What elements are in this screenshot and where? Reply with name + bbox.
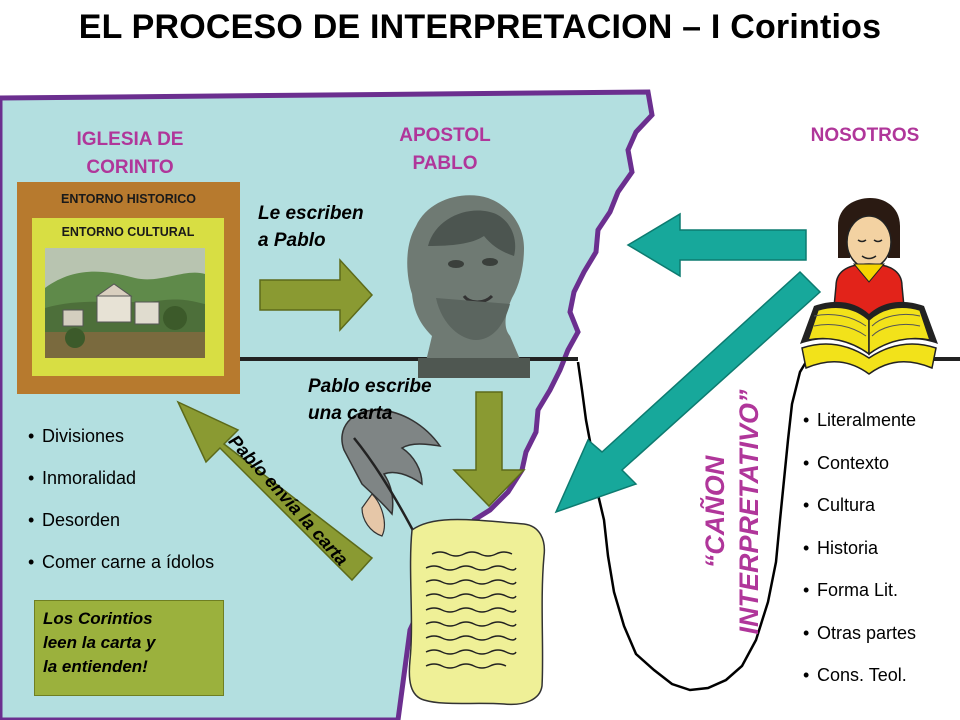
list-item: Cultura: [803, 495, 960, 538]
callout-text: Los Corintios leen la carta y la entiend…: [43, 609, 156, 676]
list-item: Desorden: [28, 510, 288, 552]
arrow-down-letter: [452, 391, 526, 508]
canon-interpretativo-label: “CAÑON INTERPRETATIVO”: [698, 389, 766, 634]
reader-person-icon: [800, 198, 938, 375]
pablo-bust-image: [407, 195, 530, 378]
list-item: Divisiones: [28, 426, 288, 468]
label-pablo-escribe: Pablo escribe una carta: [308, 376, 432, 424]
arrow-teal-diagonal: [554, 270, 822, 514]
entorno-historico-label: ENTORNO HISTORICO: [61, 192, 196, 206]
canon-line-2: INTERPRETATIVO”: [734, 389, 764, 635]
heading-apostol: APOSTOL PABLO: [399, 125, 491, 174]
canon-line-1: “CAÑON: [700, 455, 730, 569]
list-item: Historia: [803, 538, 960, 581]
list-item: Cons. Teol.: [803, 665, 960, 708]
list-item: Literalmente: [803, 410, 960, 453]
list-item: Otras partes: [803, 623, 960, 666]
label-le-escriben: Le escriben a Pablo: [258, 203, 364, 251]
entorno-cultural-label: ENTORNO CULTURAL: [61, 225, 195, 239]
list-item: Forma Lit.: [803, 580, 960, 623]
list-item: Inmoralidad: [28, 468, 288, 510]
methods-list: Literalmente Contexto Cultura Historia F…: [803, 410, 960, 708]
arrow-teal-left: [626, 212, 807, 278]
problems-list: Divisiones Inmoralidad Desorden Comer ca…: [28, 426, 288, 594]
letter-parchment-icon: [408, 518, 546, 706]
heading-iglesia: IGLESIA DE CORINTO: [76, 129, 184, 178]
arrow-to-pablo: [259, 258, 374, 332]
callout-box: Los Corintios leen la carta y la entiend…: [34, 600, 224, 696]
page-title: EL PROCESO DE INTERPRETACION – I Corinti…: [78, 8, 882, 46]
canon-interpretativo-container: “CAÑON INTERPRETATIVO”: [668, 362, 796, 662]
heading-nosotros: NOSOTROS: [810, 125, 920, 146]
list-item: Contexto: [803, 453, 960, 496]
corinth-landscape-image: [45, 248, 205, 358]
quill-icon: [341, 409, 442, 541]
list-item: Comer carne a ídolos: [28, 552, 288, 594]
